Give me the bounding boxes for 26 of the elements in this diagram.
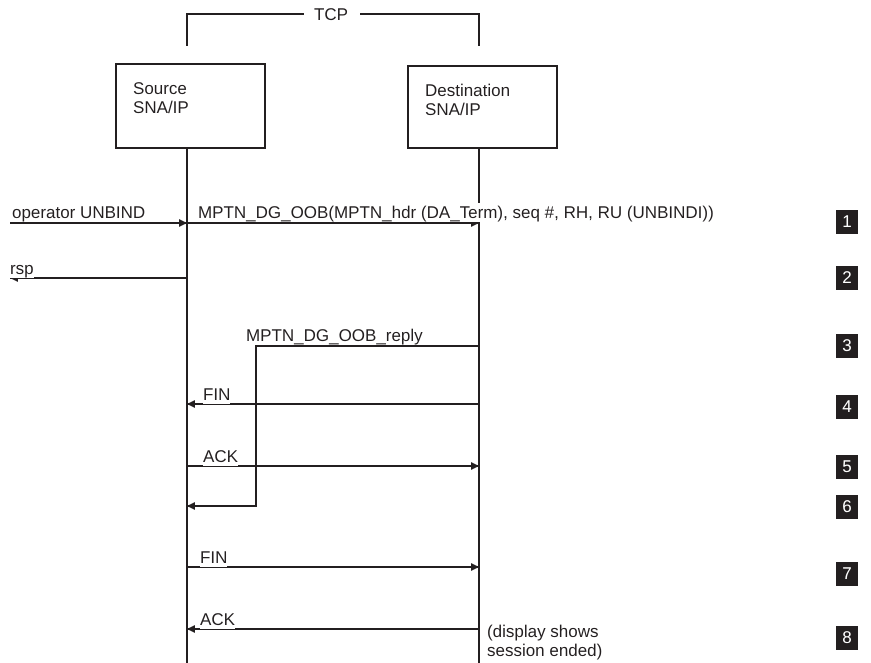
step-number: 7 — [836, 562, 858, 586]
message-arrow — [187, 462, 479, 470]
participant-box: Destination SNA/IP — [407, 65, 558, 149]
message-label: ACK — [200, 610, 235, 629]
step-number: 8 — [836, 626, 858, 650]
message-label: ACK — [203, 447, 238, 466]
message-label: FIN — [200, 548, 228, 567]
message-label: MPTN_DG_OOB(MPTN_hdr (DA_Term), seq #, RH, RU (UNBINDI)) — [198, 203, 714, 222]
message-arrow — [10, 274, 187, 282]
step-number: 3 — [836, 334, 858, 358]
step-number: 5 — [836, 455, 858, 479]
step-number: 2 — [836, 266, 858, 290]
message-arrow — [187, 345, 479, 510]
message-arrow — [187, 219, 479, 227]
participant-box: Source SNA/IP — [115, 63, 266, 149]
message-label: operator UNBIND — [12, 203, 146, 222]
message-arrow — [187, 400, 479, 408]
note-text: (display shows session ended) — [487, 622, 604, 660]
step-number: 1 — [836, 210, 858, 234]
message-arrow — [187, 563, 479, 571]
message-arrow — [187, 625, 479, 633]
step-number: 6 — [836, 495, 858, 519]
message-arrow — [10, 219, 187, 227]
message-label: FIN — [203, 385, 230, 404]
message-label: MPTN_DG_OOB_reply — [246, 326, 423, 345]
step-number: 4 — [836, 395, 858, 419]
